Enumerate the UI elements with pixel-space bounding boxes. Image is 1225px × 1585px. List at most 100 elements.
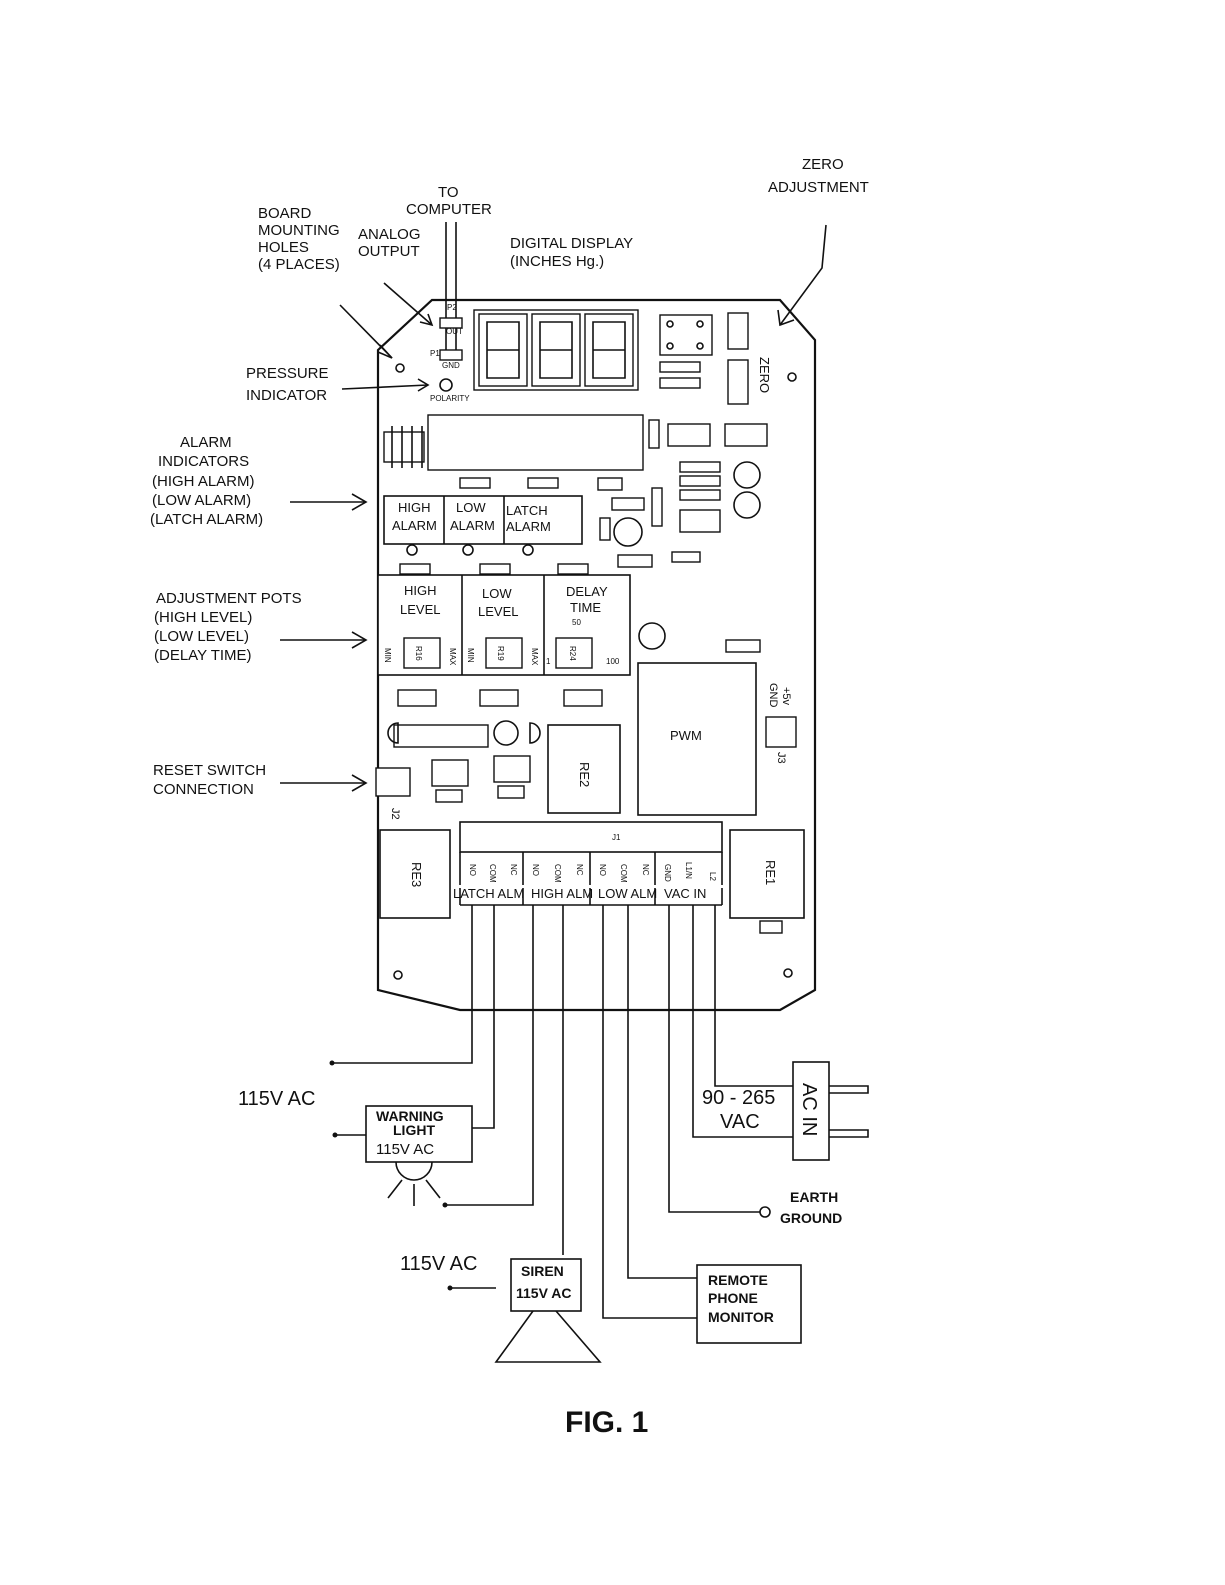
svg-text:ALARM: ALARM	[392, 518, 437, 533]
callout-zero-adjustment: ZERO ADJUSTMENT	[768, 156, 869, 327]
pwm-module: PWM	[637, 662, 757, 816]
transistor	[529, 722, 541, 744]
svg-text:115V AC: 115V AC	[376, 1141, 434, 1158]
resistor	[651, 487, 663, 527]
svg-text:115V AC: 115V AC	[516, 1285, 572, 1301]
capacitor	[733, 461, 761, 489]
svg-text:EARTH: EARTH	[790, 1189, 838, 1205]
resistor	[563, 689, 603, 707]
siren: SIREN 115V AC	[494, 1258, 602, 1363]
svg-text:RESET SWITCH: RESET SWITCH	[153, 762, 266, 779]
wire-l1n	[692, 905, 793, 1138]
resistor	[479, 689, 519, 707]
svg-text:POLARITY: POLARITY	[430, 394, 470, 403]
resistor	[671, 551, 701, 563]
resistor	[459, 477, 491, 489]
resistor	[679, 489, 721, 501]
mounting-hole	[787, 372, 797, 382]
pressure-indicator-arrow	[341, 384, 429, 390]
alarm-indicator-leds: HIGH ALARM LOW ALARM LATCH ALARM	[383, 495, 583, 556]
mounting-hole	[783, 968, 793, 978]
callout-pressure-indicator: PRESSURE INDICATOR	[246, 365, 430, 404]
svg-text:LOW: LOW	[456, 500, 486, 515]
plug-prong	[829, 1129, 869, 1138]
svg-text:VAC IN: VAC IN	[664, 886, 706, 901]
alarm-led-panel	[383, 495, 583, 545]
light-bulb-icon	[395, 1161, 433, 1181]
pressure-indicator-led	[439, 378, 453, 392]
svg-text:NC: NC	[641, 864, 650, 876]
relay-re1: RE1	[729, 829, 805, 934]
svg-text:ALARM: ALARM	[450, 518, 495, 533]
svg-text:R24: R24	[568, 646, 577, 661]
callout-reset-switch: RESET SWITCH CONNECTION	[153, 762, 368, 798]
wire-earth-ground	[668, 905, 760, 1213]
svg-text:(LOW ALARM): (LOW ALARM)	[152, 492, 251, 509]
adjustment-pots: HIGH LEVEL R16 MIN MAX LOW LEVEL R19 MIN…	[377, 574, 631, 676]
svg-text:MOUNTING: MOUNTING	[258, 222, 340, 239]
svg-text:(DELAY TIME): (DELAY TIME)	[154, 647, 252, 664]
j1-terminal-block: J1	[459, 821, 723, 906]
label-115v-ac-light: 115V AC	[238, 1088, 315, 1110]
svg-text:WARNING: WARNING	[376, 1108, 444, 1124]
analog-output-arrow	[383, 282, 433, 326]
resistor	[557, 563, 589, 575]
callout-alarm-indicators: ALARM INDICATORS (HIGH ALARM) (LOW ALARM…	[150, 434, 368, 528]
figure-label: FIG. 1	[565, 1406, 648, 1439]
svg-text:RE3: RE3	[409, 862, 424, 887]
svg-text:AC IN: AC IN	[798, 1083, 820, 1136]
mounting-hole	[395, 363, 405, 373]
svg-text:COM: COM	[619, 864, 628, 883]
resistor	[397, 689, 437, 707]
callout-adjustment-pots: ADJUSTMENT POTS (HIGH LEVEL) (LOW LEVEL)…	[154, 590, 368, 664]
svg-text:NC: NC	[575, 864, 584, 876]
svg-text:90 - 265: 90 - 265	[702, 1087, 775, 1109]
led-latch-alarm: LATCH ALARM	[506, 503, 551, 556]
fuse	[759, 920, 783, 934]
diode	[599, 517, 611, 541]
earth-ground-label: EARTH GROUND	[780, 1189, 842, 1226]
callout-analog-output: ANALOG OUTPUT	[358, 226, 434, 327]
svg-text:ZERO: ZERO	[802, 156, 844, 173]
svg-text:P2: P2	[447, 303, 457, 312]
svg-text:MAX: MAX	[448, 648, 457, 666]
svg-text:DIGITAL DISPLAY: DIGITAL DISPLAY	[510, 235, 633, 252]
svg-text:HOLES: HOLES	[258, 239, 309, 256]
svg-text:1: 1	[546, 657, 551, 666]
mounting-hole	[393, 970, 403, 980]
plug-prong	[829, 1085, 869, 1094]
svg-text:BOARD: BOARD	[258, 205, 312, 222]
svg-text:(LOW LEVEL): (LOW LEVEL)	[154, 628, 249, 645]
wire-low-no	[602, 905, 697, 1319]
svg-text:R16: R16	[414, 646, 423, 661]
svg-text:HIGH ALM: HIGH ALM	[531, 886, 593, 901]
resistor-pack	[383, 426, 425, 468]
svg-text:LATCH ALM: LATCH ALM	[453, 886, 524, 901]
resistor	[527, 477, 559, 489]
svg-text:CONNECTION: CONNECTION	[153, 781, 254, 798]
zero-adjustment-arrow	[779, 224, 827, 326]
chip	[667, 423, 711, 447]
svg-text:SIREN: SIREN	[521, 1263, 564, 1279]
svg-text:RE1: RE1	[763, 860, 778, 885]
svg-text:ANALOG: ANALOG	[358, 226, 421, 243]
svg-text:ADJUSTMENT: ADJUSTMENT	[768, 179, 869, 196]
circuit-board: P2 OUT P1 GND POLARITY ZERO	[375, 298, 817, 1012]
pot-high-level: HIGH LEVEL R16 MIN MAX	[383, 583, 457, 669]
svg-text:TIME: TIME	[570, 600, 601, 615]
callout-to-computer: TO COMPUTER	[406, 184, 492, 352]
svg-text:COM: COM	[488, 864, 497, 883]
light-rays-icon	[387, 1179, 441, 1206]
microcontroller	[427, 414, 644, 471]
transistor	[493, 720, 519, 746]
svg-text:LIGHT: LIGHT	[393, 1122, 435, 1138]
diode	[435, 789, 463, 803]
resistor	[611, 497, 645, 511]
board-outline	[376, 298, 817, 1012]
svg-text:DELAY: DELAY	[566, 584, 608, 599]
svg-text:L1/N: L1/N	[684, 862, 693, 879]
resistor	[648, 419, 660, 449]
svg-text:(INCHES Hg.): (INCHES Hg.)	[510, 253, 604, 270]
capacitor	[597, 477, 623, 491]
